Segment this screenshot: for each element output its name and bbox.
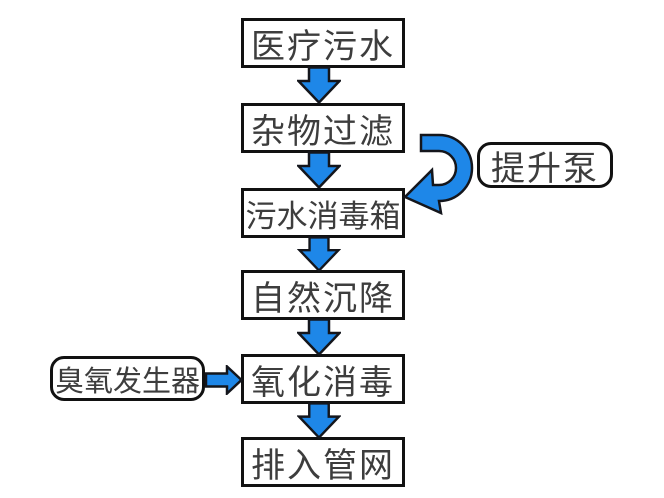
u-turn-arrow-icon [402,133,474,216]
flow-step-discharge-to-pipe-network: 排入管网 [241,437,405,487]
node-lift-pump: 提升泵 [477,142,613,188]
down-arrow-icon-1 [297,66,341,104]
right-arrow-icon [205,365,243,395]
flow-step-medical-wastewater: 医疗污水 [241,18,405,68]
down-arrow-icon-4 [297,318,341,356]
flow-step-natural-sedimentation: 自然沉降 [241,270,405,320]
down-arrow-icon-3 [297,236,341,272]
node-ozone-generator: 臭氧发生器 [50,356,205,401]
flow-step-oxidation-disinfection: 氧化消毒 [241,354,405,404]
flow-step-sewage-disinfection-tank: 污水消毒箱 [241,188,405,238]
flow-step-debris-filtration: 杂物过滤 [241,103,405,153]
down-arrow-icon-5 [297,402,341,439]
down-arrow-icon-2 [297,151,341,189]
